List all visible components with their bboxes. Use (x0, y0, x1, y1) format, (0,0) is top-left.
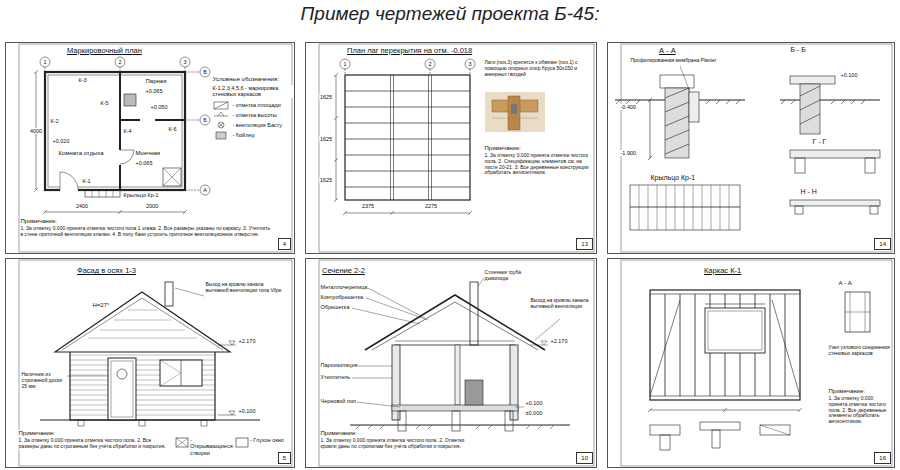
drawing-label: Парная (145, 78, 167, 85)
sheet-title: План лаг перекрытия на отм. -0.018 (346, 47, 473, 56)
drawing-label: 1 (343, 61, 347, 67)
drawing-label: Контробрешетка (320, 294, 364, 300)
drawing-label: А - А (838, 280, 852, 287)
drawing-label: К-3 (78, 77, 87, 83)
drawing-label: - вентиляция Басту (232, 122, 283, 128)
drawing-label: Пароизоляция (320, 362, 358, 368)
foundation-sections (615, 66, 880, 230)
drawing-label: Стоечная труба дымохода (484, 270, 545, 282)
page-number: 13 (576, 238, 593, 250)
frame-drawing (648, 290, 870, 450)
drawing-label: Условные обозначения: (212, 76, 280, 83)
drawing-label: -1.900 (620, 150, 637, 156)
legend-text: - Открывающиеся створки (190, 437, 232, 456)
drawing-label: +0.050 (150, 104, 168, 110)
drawing-label: +0.020 (52, 138, 70, 144)
drawing-label: 2 (118, 59, 122, 65)
drawing-label: +0.065 (135, 160, 153, 166)
drawing-label: - отметка площади (232, 102, 281, 108)
drawing-label: К-5 (100, 100, 109, 106)
drawing-label: К-6 (168, 126, 177, 132)
drawing-label: Примечание: (484, 145, 521, 152)
drawing-label: +2.170 (238, 338, 256, 344)
facade-drawing (40, 282, 260, 447)
drawing-label: 3 (183, 59, 187, 65)
drawing-label: -0.400 (620, 104, 637, 110)
drawing-label: А (203, 187, 208, 193)
drawing-label: Моечная (135, 150, 161, 157)
drawing-label: Узел узлового соединения стеновых каркас… (828, 345, 891, 357)
joist-plan (334, 59, 545, 215)
drawing-label: Профилированная мембрана Planter (630, 58, 717, 64)
sheet-title: Фасад в осях 1-3 (76, 267, 137, 276)
drawing-sheet: Каркас К-1 16 (607, 258, 895, 468)
drawing-label: Крыльцо Кр-1 (123, 192, 159, 198)
drawing-label: Комната отдыха (58, 150, 104, 157)
drawing-label: 2375 (361, 203, 374, 209)
drawing-label: 1. За отметку 0.000 принята отметка чист… (18, 438, 169, 450)
drawing-label: 2275 (424, 203, 437, 209)
sheet-frames (19, 44, 892, 466)
sheet-title: А - А (658, 47, 677, 56)
drawing-label: +0.100 (840, 72, 858, 78)
drawing-label: 2000 (145, 203, 158, 209)
drawing-label: 4000 (29, 128, 42, 134)
drawing-label: 3 (468, 61, 472, 67)
page-number: 16 (874, 452, 891, 464)
drawing-label: Примечание: (828, 388, 865, 395)
sheet-title: Каркас К-1 (703, 267, 742, 276)
drawing-label: Выход на кровлю канала вытяжной вентиляц… (205, 282, 286, 294)
drawing-label: ±0.000 (525, 410, 543, 416)
drawing-label: Н - Н (800, 188, 817, 196)
drawing-label: 1 (43, 59, 47, 65)
drawing-label: Крыльцо Кр-1 (650, 174, 696, 182)
drawing-label: К-4 (123, 128, 132, 134)
drawing-label: Лаги (поз.3) крепятся к обвязке (поз.1) … (484, 60, 593, 77)
drawing-label: Б (203, 117, 208, 123)
drawing-label: 1. За отметку 0.000 принята отметка чист… (484, 153, 593, 176)
sheet-title: Сечение 2-2 (321, 267, 366, 276)
drawing-label: В (203, 69, 208, 75)
page-number: 14 (874, 238, 891, 250)
drawing-label: Примечание: (20, 218, 57, 225)
page-number: 4 (278, 238, 291, 250)
drawing-label: 2 (428, 61, 432, 67)
drawing-label: +0.065 (145, 88, 163, 94)
drawing-label: Черновой пол (320, 398, 357, 404)
drawing-label: К-1 (82, 178, 91, 184)
joint-photo (485, 92, 545, 132)
page-number: 5 (278, 452, 291, 464)
drawing-label: 1625 (319, 136, 332, 142)
sheet-title: Маркировочный план (66, 47, 143, 56)
drawing-label: Металлочерепица (320, 284, 368, 290)
drawing-label: К-2 (50, 118, 59, 124)
drawing-label: Утеплитель (320, 374, 351, 380)
drawing-label: К-1,2,3,4,5,6 - маркировка стеновых карк… (212, 85, 293, 98)
drawing-label: 1. За отметку 0.000 принята отметка чист… (20, 226, 271, 238)
page-title: Пример чертежей проекта Б-45: (0, 3, 900, 25)
drawing-label: Наличник из строганной доски 25 мм (21, 372, 67, 389)
drawing-label: Обрешетка (320, 304, 350, 310)
drawing-label: Выход на кровлю канала вытяжной вентиляц… (530, 298, 593, 310)
page-number: 10 (576, 452, 593, 464)
drawing-label: Г - Г (812, 138, 827, 146)
drawing-label: - бойлер (232, 132, 255, 138)
drawing-label: Примечание: (320, 430, 357, 437)
drawing-label: - отметка высоты (232, 112, 277, 118)
drawing-label: 1625 (319, 94, 332, 100)
drawing-label: 1625 (319, 177, 332, 183)
floor-plan (34, 57, 228, 214)
drawing-label: +0.100 (525, 400, 543, 406)
drawing-label: Б - Б (790, 46, 806, 54)
drawing-label: +2.170 (550, 338, 568, 344)
drawing-label: Н=27° (92, 302, 110, 309)
drawing-label: 2400 (75, 203, 88, 209)
drawing-label: Примечание: (18, 430, 55, 437)
drawing-label: 1. За отметку 0.000 принята отметка чист… (828, 396, 891, 425)
drawing-label: 1. За отметку 0.000 принята отметка чист… (320, 438, 471, 450)
drawing-label: +0.100 (238, 408, 256, 414)
legend-text: - Глухое окно (250, 437, 290, 443)
